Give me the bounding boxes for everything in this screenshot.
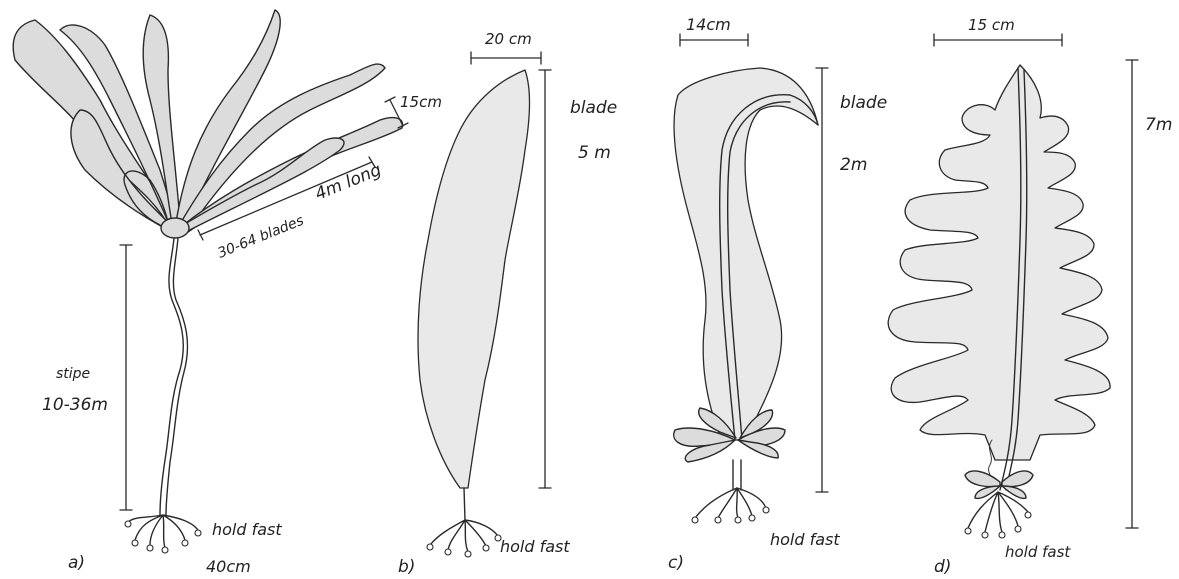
stipe-length: 10-36m [42,395,108,415]
stipe-label: stipe [56,366,90,382]
panel-a: 15cm 30-64 blades 4m long stipe 10-36m h… [13,10,442,576]
holdfast-label-d: hold fast [1005,543,1071,561]
panel-label-b: b) [398,557,415,577]
blade-length-c: 2m [840,155,867,175]
width-label-d: 15 cm [968,16,1015,34]
stipe-line [160,238,183,515]
blade-c [674,68,818,440]
panel-d: 15 cm 7m hold fast d) [888,16,1172,577]
holdfast-label-a: hold fast [212,520,282,539]
holdfast-d [965,492,1031,538]
blade-b [418,70,530,488]
holdfast-c [692,488,769,523]
holdfast-label-c: hold fast [770,530,840,549]
panel-label-a: a) [68,553,85,573]
blade-d [888,65,1110,460]
panel-label-c: c) [668,553,684,573]
blade-width-a: 15cm [400,93,442,111]
length-label-d: 7m [1145,115,1172,135]
blade-count-a: 30-64 blades [216,213,307,262]
width-label-c: 14cm [686,15,731,34]
panel-b: 20 cm blade 5 m hold fast b) [398,30,617,577]
blade-label-c: blade [840,93,887,113]
width-label-b: 20 cm [485,30,532,48]
blade-length-b: 5 m [578,143,611,163]
holdfast-a [125,515,201,553]
panel-c: 14cm blade 2m hold fast c) [668,15,887,573]
panel-label-d: d) [934,557,951,577]
holdfast-size-a: 40cm [206,557,251,576]
panel-a-blades [13,10,402,238]
blade-label-b: blade [570,98,617,118]
holdfast-label-b: hold fast [500,537,570,556]
blade-length-a: 4m long [312,160,384,205]
holdfast-b [427,520,501,557]
